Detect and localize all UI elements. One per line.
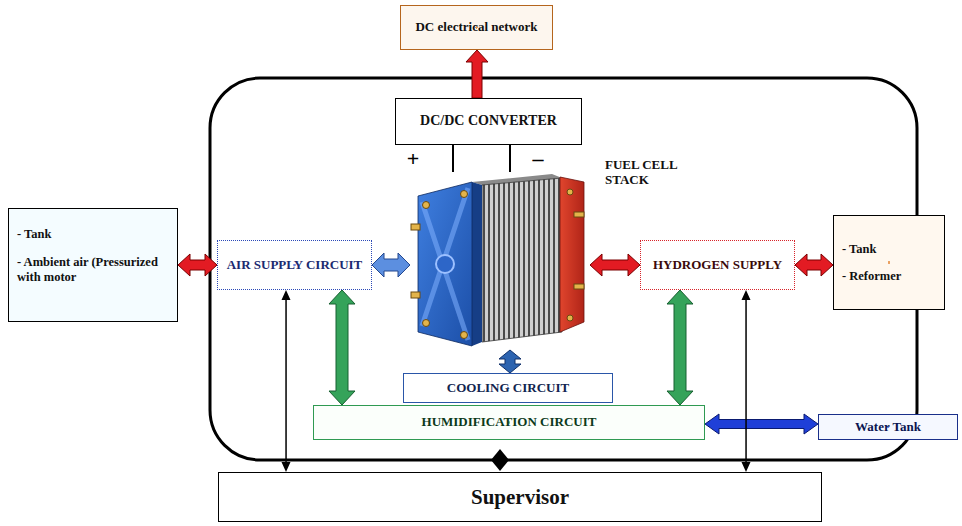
stack-label: FUEL CELL STACK [605, 158, 697, 188]
box-text: HUMIDIFICATION CIRCUIT [422, 415, 597, 430]
box-text: - Tank [17, 227, 51, 241]
converter-box: DC/DC CONVERTER [395, 98, 582, 145]
flow-arrow [329, 290, 355, 405]
cell-plates [482, 178, 562, 342]
system-boundary [210, 78, 917, 460]
circuit-box: HYDROGEN SUPPLY [640, 240, 795, 290]
network-box: DC electrical network [400, 5, 553, 50]
flow-arrow [705, 414, 818, 434]
circuit-box: HUMIDIFICATION CIRCUIT [313, 405, 705, 440]
bolts [411, 189, 584, 339]
wire [452, 145, 454, 172]
box-text: COOLING CIRCUIT [447, 381, 569, 396]
box-text: AIR SUPPLY CIRCUIT [227, 258, 363, 273]
end-plate-blue [418, 182, 472, 346]
fuel-cell-stack: FUEL CELL STACK [410, 172, 590, 350]
flow-arrow [372, 253, 410, 277]
box-text: DC/DC CONVERTER [420, 113, 557, 129]
flow-arrow [742, 290, 751, 472]
supervisor-box: Supervisor [218, 472, 822, 522]
tank-box: Water Tank [818, 414, 958, 440]
flow-arrow [178, 254, 217, 276]
end-plate-side [472, 182, 482, 346]
air-source-box: - Tank - Ambient air (Pressurized with mo… [8, 208, 178, 322]
box-text: - Ambient air (Pressurized with motor [17, 255, 169, 284]
flow-arrow [499, 350, 521, 373]
flow-arrow [667, 290, 693, 405]
flow-arrow [466, 50, 488, 98]
flow-arrow [590, 254, 640, 276]
end-plate-red [560, 177, 584, 332]
polarity-label: + [407, 148, 420, 170]
end-plate-hub [436, 255, 454, 273]
box-text: DC electrical network [415, 20, 537, 35]
supervisor-link-diamond [491, 449, 509, 471]
flow-arrow [795, 254, 833, 276]
circuit-box: AIR SUPPLY CIRCUIT [217, 240, 372, 290]
box-text: Water Tank [855, 420, 921, 435]
box-text: - Tank [842, 242, 876, 256]
box-text: HYDROGEN SUPPLY [653, 258, 782, 273]
end-plate-cross [422, 188, 468, 340]
fuel-cell-stack-illustration [410, 172, 590, 350]
flow-arrow [282, 290, 291, 472]
circuit-box: COOLING CIRCUIT [403, 373, 613, 403]
hydrogen-source-box: - Tank - Reformer [833, 215, 945, 310]
polarity-label: – [533, 148, 544, 170]
box-text: - Reformer [842, 269, 901, 283]
box-text: Supervisor [471, 485, 569, 509]
wire [509, 145, 511, 172]
